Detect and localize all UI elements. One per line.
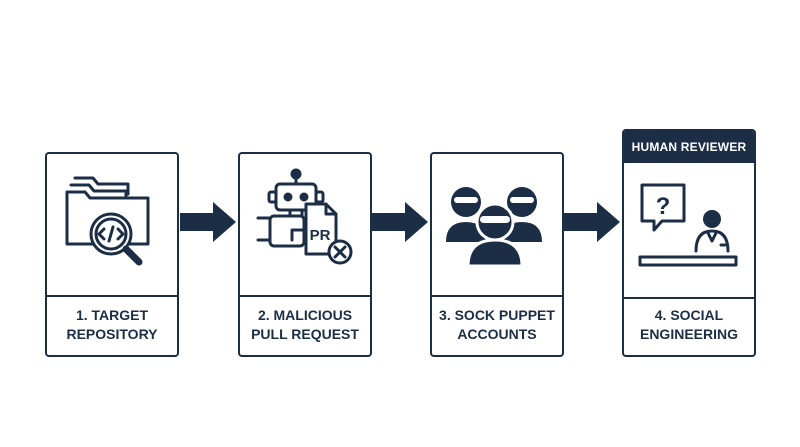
step-label-line1: 1. TARGET [75, 307, 149, 323]
step-card-sock-puppet-accounts: 3. SOCK PUPPET ACCOUNTS [430, 152, 564, 357]
step-card-target-repository: 1. TARGET REPOSITORY [45, 152, 179, 357]
step-label-line2: PULL REQUEST [251, 326, 359, 342]
step-label-line1: 2. MALICIOUS [257, 307, 353, 323]
robot-pr-rejected-icon: PR [256, 168, 353, 265]
flow-arrow [564, 202, 620, 242]
step-label: 3. SOCK PUPPET ACCOUNTS [432, 295, 562, 355]
folder-code-search-icon [65, 176, 150, 266]
reviewer-question-icon: ? [638, 183, 738, 267]
question-mark: ? [656, 193, 671, 220]
pr-badge-text: PR [310, 227, 331, 244]
step-label: 4. SOCIAL ENGINEERING [624, 295, 754, 355]
step-label: 1. TARGET REPOSITORY [47, 295, 177, 355]
step-icon-area [432, 154, 562, 297]
flow-arrow [372, 202, 428, 242]
step-icon-area: PR [240, 154, 370, 297]
step-icon-area: ? [624, 163, 754, 299]
step-card-social-engineering: HUMAN REVIEWER ? 4. SOCIAL ENGINEERING [622, 129, 756, 357]
step-card-malicious-pull-request: PR 2. MALICIOUS PULL REQUEST [238, 152, 372, 357]
step-icon-area [47, 154, 177, 297]
human-reviewer-header: HUMAN REVIEWER [624, 131, 754, 163]
flow-arrow [180, 202, 236, 242]
step-label: 2. MALICIOUS PULL REQUEST [240, 295, 370, 355]
step-label-line1: 3. SOCK PUPPET [439, 307, 555, 323]
step-label-line2: ACCOUNTS [457, 326, 537, 342]
step-label-line2: REPOSITORY [66, 326, 158, 342]
step-label-line1: 4. SOCIAL [654, 307, 724, 323]
step-label-line2: ENGINEERING [639, 326, 738, 342]
masked-people-icon [446, 187, 542, 268]
